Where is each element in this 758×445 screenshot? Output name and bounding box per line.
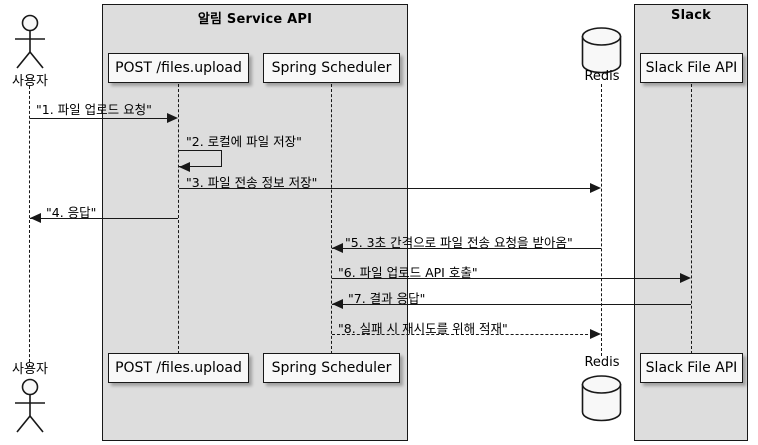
message-arrowhead-4 [30,213,41,223]
actor-stick-figure-icon [15,378,45,433]
message-arrowhead-5 [332,243,343,253]
actor-label-user-top: 사용자 [12,74,48,89]
message-arrowhead-3 [590,183,601,193]
message-line-5 [332,248,601,249]
actor-label-user-bottom: 사용자 [12,362,48,377]
participant-post-files-upload-bottom[interactable]: POST /files.upload [108,353,249,383]
message-line-8 [332,334,593,335]
message-arrowhead-2 [179,162,190,172]
database-cylinder-icon [581,375,622,422]
message-line-6 [332,278,683,279]
message-label-8: "8. 실패 시 재시도를 위해 적재" [338,321,508,336]
message-label-5: "5. 3초 간격으로 파일 전송 요청을 받아옴" [345,235,573,250]
lifeline-post-files-upload [178,84,179,354]
group-title-slack: Slack [671,8,711,23]
database-redis-bottom[interactable] [581,374,623,422]
message-label-4: "4. 응답" [46,205,97,220]
participant-spring-scheduler-bottom[interactable]: Spring Scheduler [263,353,400,383]
message-arrowhead-6 [680,273,691,283]
message-line-3 [179,188,593,189]
database-redis-top[interactable] [581,26,623,74]
message-line-4 [30,218,178,219]
lifeline-redis [601,84,602,356]
actor-stick-figure-icon [15,14,45,69]
participant-spring-scheduler-top[interactable]: Spring Scheduler [263,53,400,83]
message-label-7: "7. 결과 응답" [348,291,426,306]
database-label-redis-bottom: Redis [584,355,620,370]
message-label-1: "1. 파일 업로드 요청" [36,102,152,117]
message-arrowhead-8 [590,329,601,339]
actor-user-bottom[interactable] [9,378,51,434]
message-arrowhead-7 [332,299,343,309]
message-arrowhead-1 [167,113,178,123]
actor-user-top[interactable] [9,14,51,70]
database-cylinder-icon [581,27,622,74]
lifeline-slack-file-api [691,84,692,354]
message-self-loop-2 [178,150,222,167]
participant-slack-file-api-bottom[interactable]: Slack File API [640,353,743,383]
participant-slack-file-api-top[interactable]: Slack File API [640,53,743,83]
database-label-redis-top: Redis [584,69,620,84]
message-label-2: "2. 로컬에 파일 저장" [186,134,302,149]
group-title-service-api: 알림 Service API [197,12,313,27]
lifeline-actor-user [29,86,30,367]
message-line-7 [332,304,691,305]
message-label-3: "3. 파일 전송 정보 저장" [186,175,318,190]
message-line-1 [30,118,170,119]
lifeline-spring-scheduler [331,84,332,354]
participant-post-files-upload-top[interactable]: POST /files.upload [108,53,249,83]
message-label-6: "6. 파일 업로드 API 호출" [338,265,478,280]
